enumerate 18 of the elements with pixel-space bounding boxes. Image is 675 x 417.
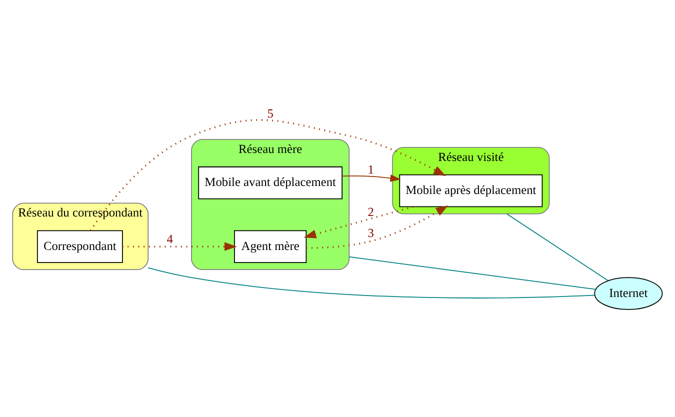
connector — [148, 267, 595, 298]
connector — [348, 256, 596, 290]
node-box: Mobile avant déplacement — [198, 166, 342, 200]
edge-label: 1 — [368, 162, 374, 176]
edge-label: 3 — [368, 226, 374, 240]
node-box: Mobile après déplacement — [399, 174, 543, 208]
edge-label: 4 — [166, 232, 173, 246]
arrow — [304, 206, 414, 238]
edge-label: 2 — [368, 204, 374, 219]
arrow — [342, 174, 401, 182]
connector — [506, 213, 608, 282]
node-ellipse: Internet — [594, 277, 663, 310]
node-box: Correspondant — [36, 230, 123, 263]
arrow — [90, 119, 446, 232]
node-box: Agent mère — [234, 230, 307, 263]
edge-label: 5 — [267, 106, 274, 120]
arrow — [306, 205, 448, 249]
arrow — [122, 242, 237, 251]
